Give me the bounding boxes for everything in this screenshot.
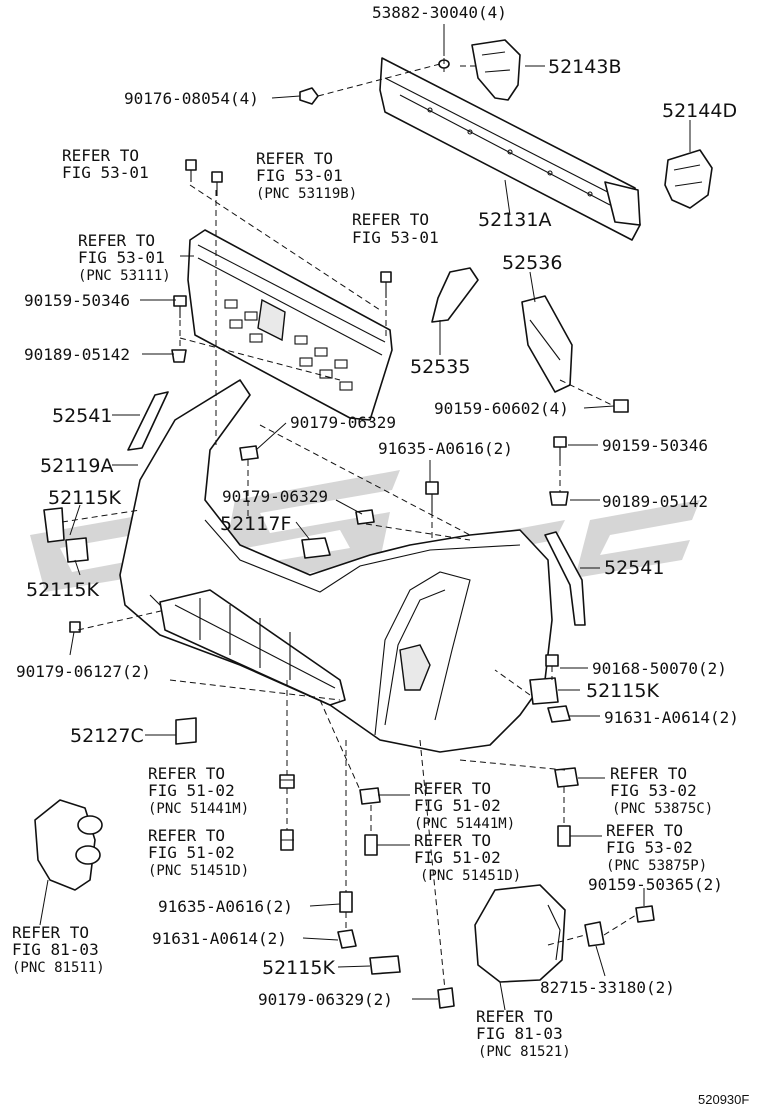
svg-text:REFER TO: REFER TO: [414, 831, 491, 850]
part-labels: 53882-30040(4) 52143B 90176-08054(4) 521…: [16, 3, 739, 1009]
svg-text:(PNC 51451D): (PNC 51451D): [420, 868, 521, 884]
figure-id: 520930F: [698, 1092, 749, 1107]
svg-text:REFER TO: REFER TO: [476, 1007, 553, 1026]
label-52115K-d: 52115K: [262, 957, 335, 979]
svg-text:FIG 53-02: FIG 53-02: [610, 781, 697, 800]
bumper-side-bracket-52536: [521, 295, 573, 393]
label-53882: 53882-30040(4): [372, 3, 507, 22]
svg-text:REFER TO: REFER TO: [78, 231, 155, 250]
label-90179-06329-b: 90179-06329: [222, 487, 328, 506]
refer-note-7: REFER TO FIG 51-02 (PNC 51441M): [414, 779, 515, 832]
leader-lines: [39, 24, 691, 1011]
fog-lamp: [474, 884, 566, 983]
svg-text:(PNC 51441M): (PNC 51441M): [148, 801, 249, 817]
label-52115K-c: 52115K: [586, 680, 659, 702]
label-52143B: 52143B: [548, 56, 621, 78]
bolt-90176: [299, 87, 319, 105]
label-82715: 82715-33180(2): [540, 978, 675, 997]
label-52131A: 52131A: [478, 209, 551, 231]
side-molding-right: [544, 531, 586, 626]
bracket-52143B: [438, 39, 521, 101]
label-90179-06127: 90179-06127(2): [16, 662, 151, 681]
svg-text:(PNC 51451D): (PNC 51451D): [148, 863, 249, 879]
label-52117F: 52117F: [220, 513, 291, 535]
label-90159-50365: 90159-50365(2): [588, 875, 723, 894]
refer-notes: REFER TO FIG 53-01 REFER TO FIG 53-01 (P…: [12, 146, 713, 1060]
label-52119A: 52119A: [40, 455, 113, 477]
label-90159-60602: 90159-60602(4): [434, 399, 569, 418]
bumper-reinforcement: [379, 57, 641, 241]
label-52115K-a: 52115K: [48, 487, 121, 509]
radiator-grille: [187, 229, 393, 421]
svg-text:FIG 53-02: FIG 53-02: [606, 838, 693, 857]
refer-note-8: REFER TO FIG 51-02 (PNC 51451D): [414, 831, 521, 884]
svg-text:REFER TO: REFER TO: [256, 149, 333, 168]
svg-text:(PNC 53111): (PNC 53111): [78, 268, 171, 284]
label-90176: 90176-08054(4): [124, 89, 259, 108]
headlamp: [34, 799, 103, 891]
svg-text:FIG 53-01: FIG 53-01: [78, 248, 165, 267]
svg-text:FIG 53-01: FIG 53-01: [256, 166, 343, 185]
svg-text:FIG 51-02: FIG 51-02: [148, 781, 235, 800]
svg-text:FIG 81-03: FIG 81-03: [476, 1024, 563, 1043]
svg-text:REFER TO: REFER TO: [148, 764, 225, 783]
label-52541-a: 52541: [52, 405, 112, 427]
label-90159-50346-a: 90159-50346: [24, 291, 130, 310]
bumper-side-bracket-52535: [431, 267, 479, 323]
label-90179-06329-a: 90179-06329: [290, 413, 396, 432]
svg-text:(PNC 81521): (PNC 81521): [478, 1044, 571, 1060]
svg-text:(PNC 53875P): (PNC 53875P): [606, 858, 707, 874]
label-52144D: 52144D: [662, 100, 737, 122]
svg-text:(PNC 51441M): (PNC 51441M): [414, 816, 515, 832]
lower-grille: [159, 589, 346, 706]
svg-text:(PNC 53119B): (PNC 53119B): [256, 186, 357, 202]
refer-note-10: REFER TO FIG 53-02 (PNC 53875P): [606, 821, 707, 874]
refer-note-6: REFER TO FIG 51-02 (PNC 51451D): [148, 826, 249, 879]
refer-note-11: REFER TO FIG 81-03 (PNC 81511): [12, 923, 105, 976]
svg-text:REFER TO: REFER TO: [12, 923, 89, 942]
label-90189-05142-a: 90189-05142: [24, 345, 130, 364]
svg-text:REFER TO: REFER TO: [148, 826, 225, 845]
label-52541-b: 52541: [604, 557, 664, 579]
refer-note-9: REFER TO FIG 53-02 (PNC 53875C): [610, 764, 713, 817]
svg-text:FIG 53-01: FIG 53-01: [62, 163, 149, 182]
svg-text:(PNC 53875C): (PNC 53875C): [612, 801, 713, 817]
refer-note-1: REFER TO FIG 53-01: [62, 146, 149, 182]
bracket-52144D: [664, 149, 713, 209]
side-molding-left: [127, 391, 169, 451]
svg-text:FIG 81-03: FIG 81-03: [12, 940, 99, 959]
label-90179-06329-c: 90179-06329(2): [258, 990, 393, 1009]
label-52127C: 52127C: [70, 725, 144, 747]
label-90189-05142-b: 90189-05142: [602, 492, 708, 511]
label-91635-b: 91635-A0616(2): [158, 897, 293, 916]
refer-note-2: REFER TO FIG 53-01 (PNC 53119B): [256, 149, 357, 202]
refer-note-12: REFER TO FIG 81-03 (PNC 81521): [476, 1007, 571, 1060]
svg-text:REFER TO: REFER TO: [352, 210, 429, 229]
refer-note-3: REFER TO FIG 53-01: [352, 210, 439, 247]
label-90159-50346-b: 90159-50346: [602, 436, 708, 455]
label-91631-a: 91631-A0614(2): [604, 708, 739, 727]
label-91635-a: 91635-A0616(2): [378, 439, 513, 458]
label-52536: 52536: [502, 252, 562, 274]
svg-text:FIG 53-01: FIG 53-01: [352, 228, 439, 247]
label-52115K-b: 52115K: [26, 579, 99, 601]
svg-text:FIG 51-02: FIG 51-02: [414, 796, 501, 815]
label-52535: 52535: [410, 356, 470, 378]
svg-text:FIG 51-02: FIG 51-02: [148, 843, 235, 862]
svg-text:REFER TO: REFER TO: [610, 764, 687, 783]
svg-text:REFER TO: REFER TO: [414, 779, 491, 798]
label-91631-b: 91631-A0614(2): [152, 929, 287, 948]
refer-note-5: REFER TO FIG 51-02 (PNC 51441M): [148, 764, 249, 817]
svg-text:(PNC 81511): (PNC 81511): [12, 960, 105, 976]
fasteners: [43, 159, 655, 1009]
label-90168-50070: 90168-50070(2): [592, 659, 727, 678]
svg-text:REFER TO: REFER TO: [606, 821, 683, 840]
assembly-lines: [61, 58, 637, 991]
svg-text:REFER TO: REFER TO: [62, 146, 139, 165]
refer-note-4: REFER TO FIG 53-01 (PNC 53111): [78, 231, 171, 284]
svg-text:FIG 51-02: FIG 51-02: [414, 848, 501, 867]
